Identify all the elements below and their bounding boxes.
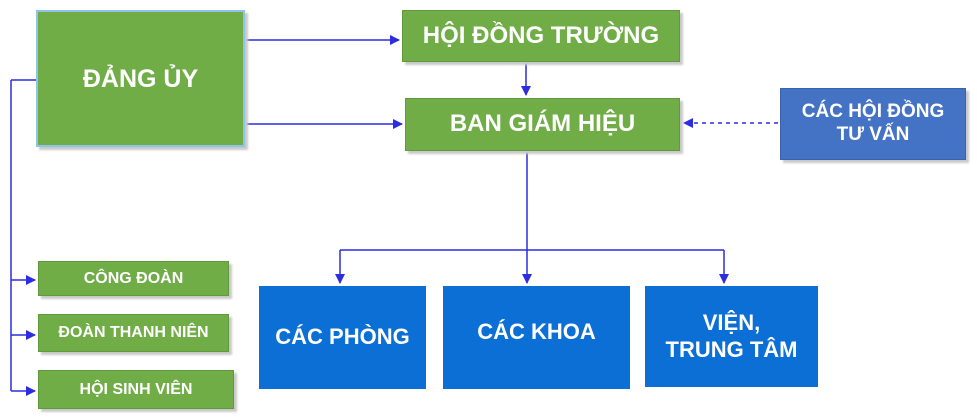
node-cong-doan-label: CÔNG ĐOÀN [83,269,184,287]
node-vien-trung-tam-line2: TRUNG TÂM [665,336,798,362]
node-cac-khoa-label: CÁC KHOA [477,319,596,344]
node-vien-trung-tam-line1: VIỆN, [702,310,761,336]
node-cac-hoi-dong-tu-van: CÁC HỘI ĐỒNG TƯ VẤN [780,88,966,160]
node-doan-thanh-nien-label: ĐOÀN THANH NIÊN [58,324,209,342]
node-ban-giam-hieu-label: BAN GIÁM HIỆU [449,110,636,138]
node-dang-uy-label: ĐẢNG ỦY [82,64,199,93]
node-cac-phong: CÁC PHÒNG [259,286,426,389]
node-hoi-dong-truong-label: HỘI ĐỒNG TRƯỜNG [422,21,660,49]
node-cac-hoi-dong-tu-van-line2: TƯ VẤN [836,124,910,145]
node-cac-phong-label: CÁC PHÒNG [275,324,410,350]
node-doan-thanh-nien: ĐOÀN THANH NIÊN [38,314,229,352]
node-hoi-dong-truong: HỘI ĐỒNG TRƯỜNG [402,10,680,62]
node-hoi-sinh-vien: HỘI SINH VIÊN [38,370,234,409]
node-cong-doan: CÔNG ĐOÀN [38,261,229,296]
node-cac-hoi-dong-tu-van-line1: CÁC HỘI ĐỒNG [801,101,945,123]
node-ban-giam-hieu: BAN GIÁM HIỆU [405,98,680,151]
node-vien-trung-tam: VIỆN, TRUNG TÂM [645,286,818,387]
node-dang-uy: ĐẢNG ỦY [36,10,245,147]
node-cac-khoa: CÁC KHOA [443,286,630,389]
node-hoi-sinh-vien-label: HỘI SINH VIÊN [79,380,193,398]
